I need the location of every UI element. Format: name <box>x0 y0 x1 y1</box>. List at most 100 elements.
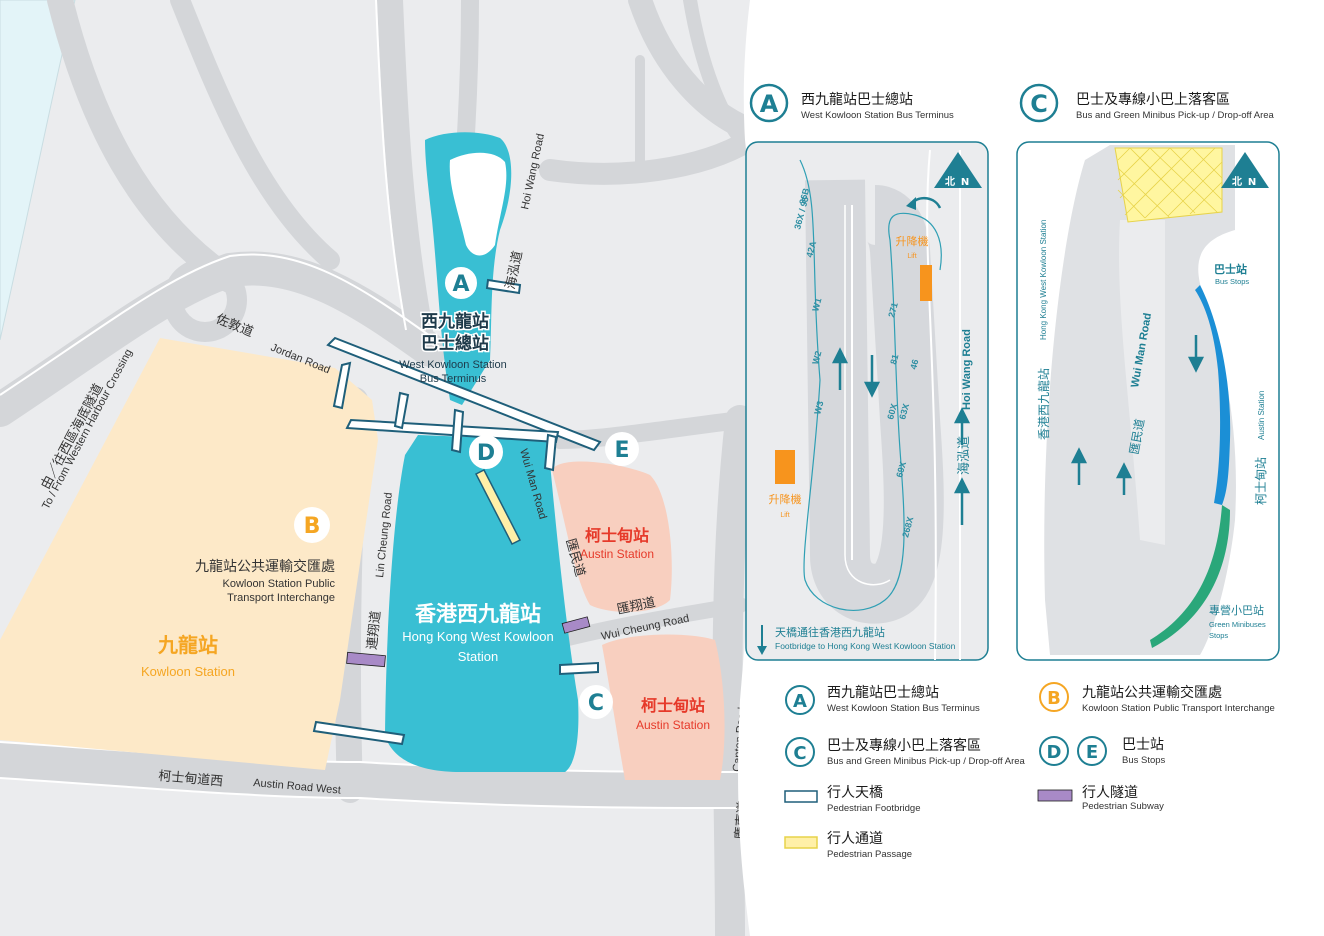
svg-text:海泓道: 海泓道 <box>957 436 972 475</box>
svg-text:Stops: Stops <box>1209 631 1228 640</box>
svg-text:Pedestrian Passage: Pedestrian Passage <box>827 849 912 860</box>
svg-text:Green Minibuses: Green Minibuses <box>1209 620 1266 629</box>
svg-text:Bus Stops: Bus Stops <box>1215 277 1249 286</box>
svg-text:N: N <box>961 177 969 188</box>
svg-text:B: B <box>1047 688 1061 709</box>
svg-text:Austin Station: Austin Station <box>1257 391 1266 440</box>
svg-text:B: B <box>304 514 321 539</box>
svg-text:West Kowloon Station: West Kowloon Station <box>399 359 506 371</box>
svg-text:九龍站: 九龍站 <box>157 633 218 657</box>
svg-text:271: 271 <box>886 301 900 318</box>
svg-text:D: D <box>1047 742 1062 763</box>
svg-text:巴士及專線小巴上落客區: 巴士及專線小巴上落客區 <box>1076 91 1230 108</box>
svg-text:Lift: Lift <box>907 253 916 260</box>
svg-text:D: D <box>477 441 495 466</box>
legend: A 西九龍站巴士總站 West Kowloon Station Bus Term… <box>784 682 1275 860</box>
svg-text:West Kowloon Station Bus Termi: West Kowloon Station Bus Terminus <box>827 703 980 714</box>
svg-text:Bus and Green Minibus Pick-up: Bus and Green Minibus Pick-up / Drop-off… <box>1076 110 1275 121</box>
austin-station-area-north <box>552 461 672 612</box>
svg-text:行人通道: 行人通道 <box>827 831 883 847</box>
marker-e[interactable]: E <box>605 432 639 466</box>
svg-text:巴士站: 巴士站 <box>1122 737 1164 753</box>
svg-text:巴士及專線小巴上落客區: 巴士及專線小巴上落客區 <box>827 737 981 754</box>
svg-text:香港西九龍站: 香港西九龍站 <box>415 602 541 626</box>
svg-text:60X: 60X <box>885 402 899 420</box>
svg-text:Hong Kong West Kowloon Station: Hong Kong West Kowloon Station <box>1039 220 1048 340</box>
kowloon-interchange-label: 九龍站公共運輸交匯處 Kowloon Station Public Transp… <box>195 558 335 604</box>
svg-text:香港西九龍站: 香港西九龍站 <box>1036 368 1051 440</box>
svg-text:Bus and Green Minibus Pick-up: Bus and Green Minibus Pick-up / Drop-off… <box>827 756 1026 767</box>
legend-item-b: B 九龍站公共運輸交匯處 Kowloon Station Public Tran… <box>1039 682 1275 714</box>
svg-text:42A: 42A <box>804 239 818 258</box>
svg-text:69X: 69X <box>894 460 908 478</box>
svg-text:行人隧道: 行人隧道 <box>1082 785 1138 801</box>
legend-item-passage: 行人通道 Pedestrian Passage <box>784 831 912 860</box>
marker-d[interactable]: D <box>469 435 503 469</box>
svg-text:Bus Terminus: Bus Terminus <box>420 373 487 385</box>
svg-text:巴士總站: 巴士總站 <box>421 333 489 354</box>
roundabout <box>163 258 247 342</box>
panel-c-inset: 北 N Hong Kong West Kowloon Station 香港西九龍… <box>1016 141 1280 661</box>
svg-text:Pedestrian Footbridge: Pedestrian Footbridge <box>827 803 920 814</box>
svg-text:A: A <box>452 272 469 297</box>
svg-text:36B: 36B <box>797 186 811 205</box>
lin-cheung-road-zh-label: 連翔道 <box>364 610 383 650</box>
svg-text:升降機: 升降機 <box>896 234 929 248</box>
svg-text:Austin Station: Austin Station <box>580 547 654 561</box>
svg-text:Lift: Lift <box>780 512 789 519</box>
svg-text:Bus Stops: Bus Stops <box>1122 755 1166 766</box>
svg-text:West Kowloon Station Bus Termi: West Kowloon Station Bus Terminus <box>801 110 954 121</box>
bus-terminus-label: 西九龍站 西九龍站 巴士總站 巴士總站 West Kowloon Station… <box>399 310 506 386</box>
panel-a-header: A 西九龍站巴士總站 West Kowloon Station Bus Term… <box>749 83 954 123</box>
svg-text:匯民道: 匯民道 <box>1127 418 1147 456</box>
legend-item-footbridge: 行人天橋 Pedestrian Footbridge <box>784 785 920 814</box>
svg-text:專營小巴站: 專營小巴站 <box>1209 603 1264 617</box>
svg-text:Footbridge to Hong Kong West K: Footbridge to Hong Kong West Kowloon Sta… <box>775 641 956 651</box>
svg-text:N: N <box>1248 177 1256 188</box>
svg-text:西九龍站: 西九龍站 <box>421 311 489 332</box>
svg-text:西九龍站巴士總站: 西九龍站巴士總站 <box>827 684 939 701</box>
svg-text:Hoi Wang Road: Hoi Wang Road <box>961 329 973 410</box>
svg-text:C: C <box>793 743 806 764</box>
legend-item-a: A 西九龍站巴士總站 West Kowloon Station Bus Term… <box>785 684 980 715</box>
svg-text:柯士甸站: 柯士甸站 <box>641 696 705 715</box>
svg-text:46: 46 <box>908 358 920 370</box>
svg-text:九龍站公共運輸交匯處: 九龍站公共運輸交匯處 <box>195 558 335 575</box>
svg-text:九龍站公共運輸交匯處: 九龍站公共運輸交匯處 <box>1082 684 1222 701</box>
svg-text:西九龍站: 西九龍站 <box>421 311 489 332</box>
marker-b[interactable]: B <box>294 507 330 543</box>
svg-text:巴士總站: 巴士總站 <box>421 333 489 354</box>
svg-text:Transport Interchange: Transport Interchange <box>227 592 335 604</box>
svg-text:柯士甸站: 柯士甸站 <box>1254 457 1268 505</box>
svg-text:E: E <box>1086 742 1098 763</box>
svg-text:W3: W3 <box>812 400 825 416</box>
svg-text:A: A <box>760 90 779 118</box>
hk-west-kowloon-station-area <box>385 435 579 772</box>
svg-text:Hong Kong West Kowloon: Hong Kong West Kowloon <box>402 629 554 644</box>
svg-text:Austin Station: Austin Station <box>636 718 710 732</box>
panel-a-inset: 北 N 升降機 Lift 升降機 Lift Hoi Wang Road 海泓道 … <box>745 141 989 661</box>
svg-text:81: 81 <box>888 353 900 365</box>
kowloon-station-label: 九龍站 Kowloon Station <box>141 633 235 679</box>
subways <box>346 616 591 668</box>
svg-text:北: 北 <box>945 175 955 188</box>
svg-text:升降機: 升降機 <box>769 492 802 506</box>
svg-text:A: A <box>793 691 807 712</box>
legend-item-c: C 巴士及專線小巴上落客區 Bus and Green Minibus Pick… <box>785 737 1026 767</box>
legend-item-de: D E 巴士站 Bus Stops <box>1039 736 1166 766</box>
austin-station-label-south: 柯士甸站 Austin Station <box>636 696 710 732</box>
svg-text:Kowloon Station: Kowloon Station <box>141 664 235 679</box>
svg-text:Pedestrian Subway: Pedestrian Subway <box>1082 801 1164 812</box>
bus-terminus-island <box>449 152 507 256</box>
svg-text:Kowloon Station Public: Kowloon Station Public <box>222 578 335 590</box>
svg-text:巴士站: 巴士站 <box>1214 262 1247 276</box>
svg-text:Kowloon Station Public Transpo: Kowloon Station Public Transport Interch… <box>1082 703 1275 714</box>
hk-west-kowloon-label: 香港西九龍站 Hong Kong West Kowloon Station <box>402 602 554 664</box>
svg-text:C: C <box>1030 90 1048 118</box>
legend-item-subway: 行人隧道 Pedestrian Subway <box>1037 785 1164 812</box>
kowloon-station-area <box>0 338 378 770</box>
marker-a[interactable]: A <box>443 265 479 301</box>
marker-c[interactable]: C <box>579 685 613 719</box>
svg-text:W1: W1 <box>810 297 823 313</box>
